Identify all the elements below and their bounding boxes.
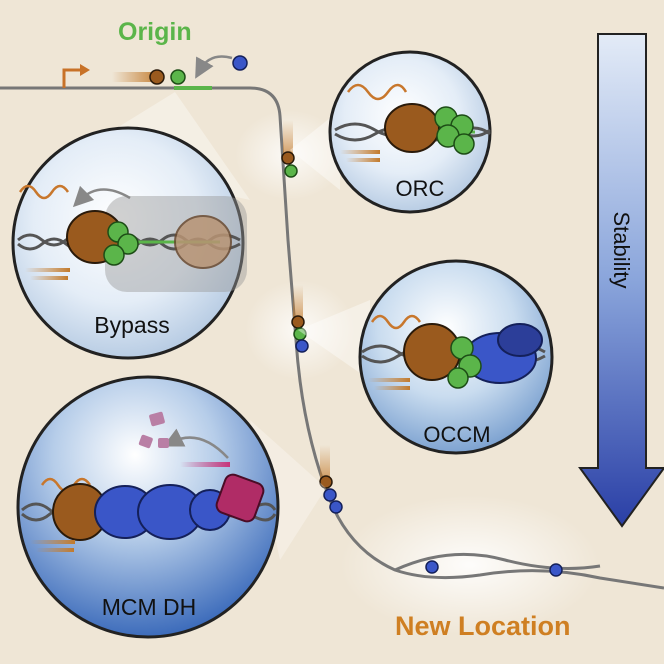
new-location-label: New Location	[395, 611, 571, 641]
promoter-arrow-icon	[62, 64, 90, 88]
bypass-circle	[11, 126, 247, 360]
curved-arrow-icon	[195, 55, 233, 79]
rnap-dot-occm	[291, 315, 305, 329]
occm-circle	[358, 259, 554, 455]
dna-loop	[394, 552, 601, 572]
mcm-dot-mcm-2	[329, 500, 343, 514]
orc-label: ORC	[395, 176, 445, 201]
mcm-dot-mcm-1	[323, 488, 337, 502]
mcm-dot-occm	[295, 339, 309, 353]
rnap-trail	[112, 72, 152, 82]
mcm-dot-new-1	[425, 560, 439, 574]
occm-label: OCCM	[423, 422, 491, 447]
orc-circle	[328, 50, 492, 214]
mcm-dot	[232, 55, 248, 71]
trail-occm	[293, 285, 303, 319]
mcm-dot-new-2	[549, 563, 563, 577]
callout-occm	[298, 300, 370, 380]
mcm-dh-label: MCM DH	[101, 594, 197, 620]
orc-dot-orc	[284, 164, 298, 178]
trail-orc	[283, 120, 293, 154]
trail-mcm	[320, 445, 330, 480]
stability-arrow-icon	[578, 33, 664, 528]
rnap-dot-orc	[281, 151, 295, 165]
rnap-dot	[149, 69, 165, 85]
stability-label: Stability	[609, 211, 634, 289]
bypass-label: Bypass	[94, 312, 170, 338]
rnap-dot-mcm	[319, 475, 333, 489]
callout-orc	[290, 110, 340, 190]
orc-dot	[170, 69, 186, 85]
glow-new-location	[340, 495, 600, 635]
callout-mcm	[250, 420, 326, 560]
mcm-dh-circle	[16, 375, 280, 639]
origin-label: Origin	[118, 18, 192, 46]
